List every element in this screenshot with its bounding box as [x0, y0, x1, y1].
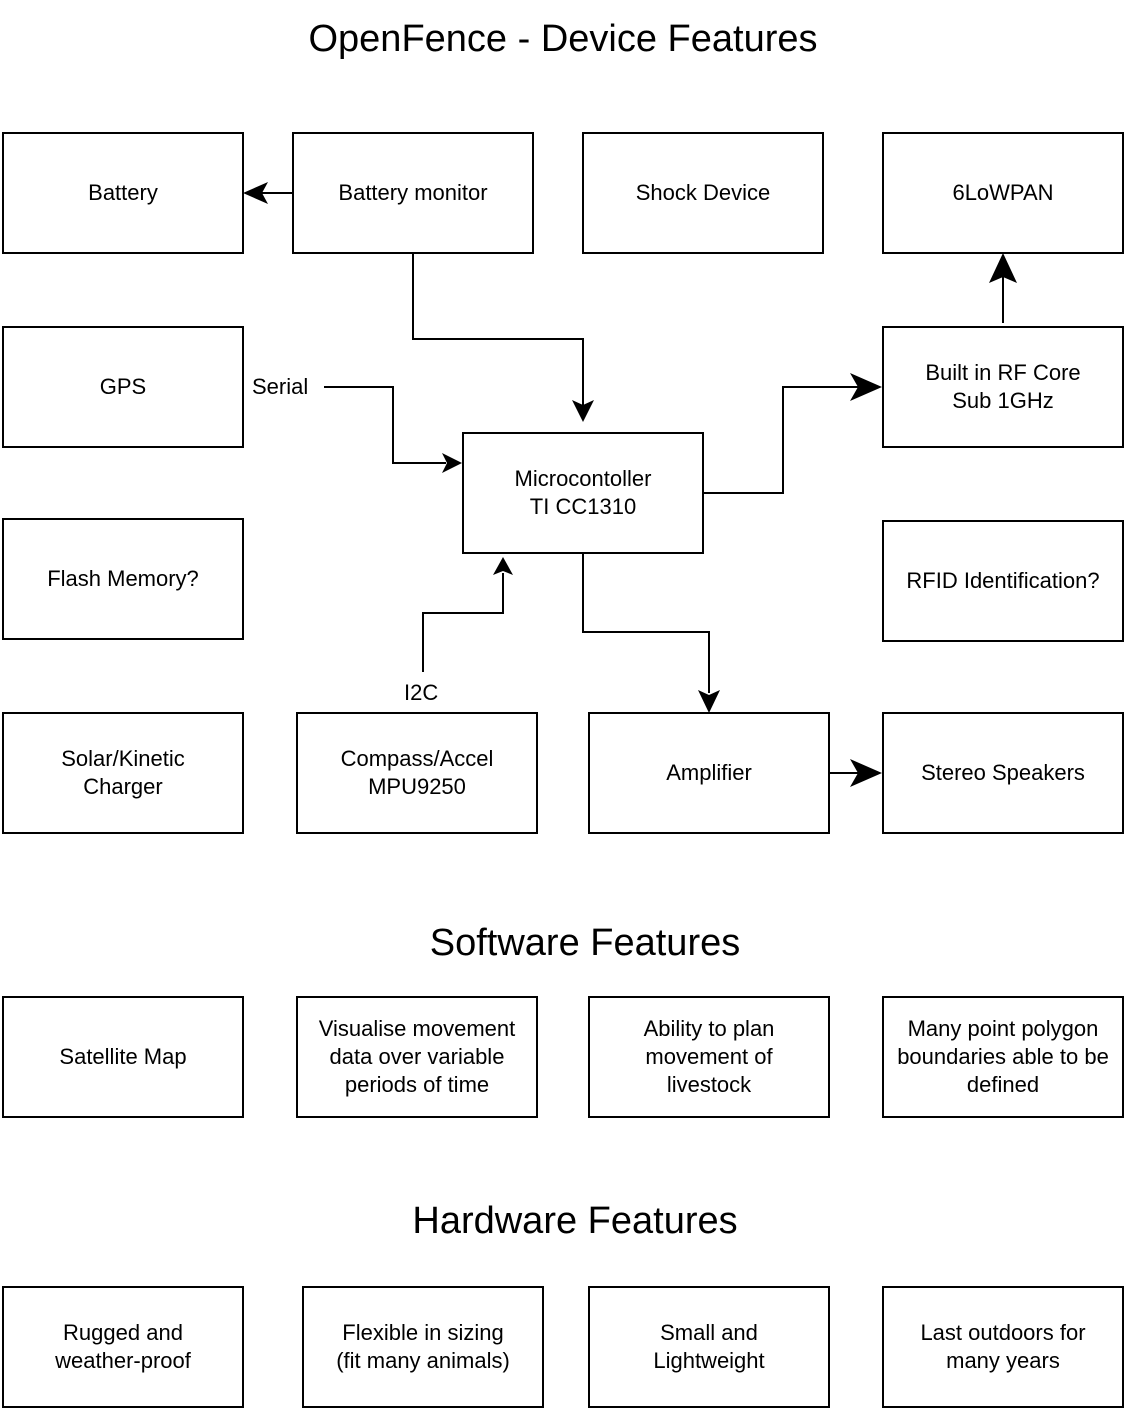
hardware-feature: Last outdoors for many years — [882, 1286, 1124, 1408]
hardware-section-title: Hardware Features — [412, 1200, 738, 1242]
block-6lowpan: 6LoWPAN — [882, 132, 1124, 254]
block-speakers: Stereo Speakers — [882, 712, 1124, 834]
connector-mcu-to-amplifier — [582, 553, 710, 693]
arrowhead-speakers — [850, 759, 882, 787]
block-shock-device: Shock Device — [582, 132, 824, 254]
block-charger: Solar/Kinetic Charger — [2, 712, 244, 834]
arrowhead-mcu-top — [572, 400, 594, 422]
arrowhead-mcu-left — [442, 453, 462, 473]
label-i2c: I2C — [404, 680, 439, 706]
block-battery: Battery — [2, 132, 244, 254]
connector-serial-to-mcu — [324, 386, 446, 464]
block-rfid: RFID Identification? — [882, 520, 1124, 642]
block-battery-monitor: Battery monitor — [292, 132, 534, 254]
arrowhead-amplifier — [698, 690, 720, 713]
connector-mcu-to-rf — [703, 386, 858, 494]
hardware-feature: Rugged and weather-proof — [2, 1286, 244, 1408]
block-compass: Compass/Accel MPU9250 — [296, 712, 538, 834]
block-flash-memory: Flash Memory? — [2, 518, 244, 640]
software-feature: Satellite Map — [2, 996, 244, 1118]
connector-monitor-to-mcu — [412, 253, 584, 405]
software-feature: Many point polygon boundaries able to be… — [882, 996, 1124, 1118]
arrowhead-6lowpan — [989, 253, 1017, 283]
diagram-title: OpenFence - Device Features — [308, 18, 818, 60]
arrowhead-mcu-bottom — [493, 557, 513, 575]
arrowhead-rf — [850, 373, 882, 401]
connector-i2c-to-mcu — [422, 573, 504, 672]
hardware-feature: Small and Lightweight — [588, 1286, 830, 1408]
software-feature: Ability to plan movement of livestock — [588, 996, 830, 1118]
block-microcontroller: Microcontoller TI CC1310 — [462, 432, 704, 554]
software-feature: Visualise movement data over variable pe… — [296, 996, 538, 1118]
block-gps: GPS — [2, 326, 244, 448]
arrowhead-battery — [243, 182, 268, 204]
block-rf-core: Built in RF Core Sub 1GHz — [882, 326, 1124, 448]
label-serial: Serial — [252, 374, 309, 400]
hardware-feature: Flexible in sizing (fit many animals) — [302, 1286, 544, 1408]
block-amplifier: Amplifier — [588, 712, 830, 834]
software-section-title: Software Features — [429, 922, 741, 964]
